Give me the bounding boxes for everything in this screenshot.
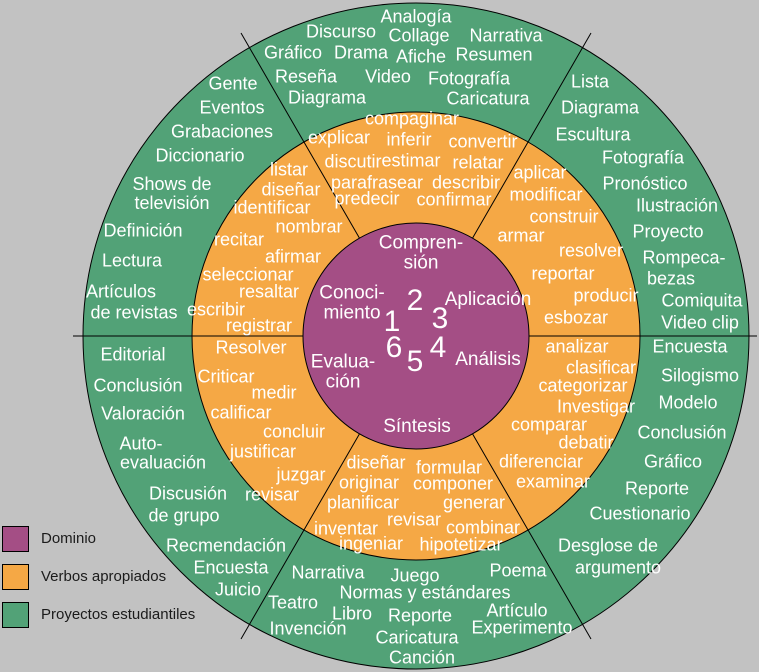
legend-label-projects: Proyectos estudiantiles [41, 606, 196, 623]
legend-row-verbs: Verbos apropiados [2, 563, 195, 590]
legend-swatch-domain [2, 525, 29, 552]
legend: Dominio Verbos apropiados Proyectos estu… [2, 525, 196, 640]
domain-circle [302, 222, 530, 450]
legend-row-domain: Dominio [2, 525, 195, 552]
legend-row-projects: Proyectos estudiantiles [2, 601, 196, 628]
legend-swatch-verbs [2, 563, 29, 590]
legend-label-verbs: Verbos apropiados [41, 568, 167, 585]
legend-swatch-projects [2, 601, 29, 628]
legend-label-domain: Dominio [41, 530, 97, 547]
